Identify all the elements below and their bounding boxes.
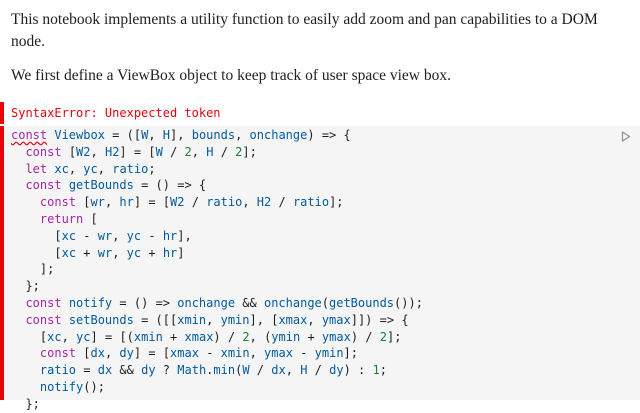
code-line: const Viewbox = ([W, H], bounds, onchang… <box>11 128 351 142</box>
intro-paragraph: This notebook implements a utility funct… <box>11 11 598 50</box>
error-message: SyntaxError: Unexpected token <box>11 106 221 120</box>
error-indicator-bar <box>0 102 4 124</box>
code-line: const [W2, H2] = [W / 2, H / 2]; <box>25 144 257 159</box>
code-line: ]; <box>39 262 55 277</box>
code-line: const [wr, hr] = [W2 / ratio, H2 / ratio… <box>39 195 344 210</box>
cell-error-bar <box>0 126 4 400</box>
code-line: }; <box>25 279 40 294</box>
code-line: const notify = () => onchange && onchang… <box>25 295 423 310</box>
code-line: ratio = dx && dy ? Math.min(W / dx, H / … <box>39 363 387 378</box>
code-line: [xc, yc] = [(xmin + xmax) / 2, (ymin + y… <box>39 329 402 344</box>
viewbox-paragraph: We first define a ViewBox object to keep… <box>11 67 451 84</box>
code-line: return [ <box>39 211 98 226</box>
code-line: }; <box>25 396 40 411</box>
code-line: const setBounds = ([[xmin, ymin], [xmax,… <box>25 312 409 327</box>
code-cell[interactable] <box>0 126 640 400</box>
code-line: [xc - wr, yc - hr], <box>54 228 192 243</box>
code-line: notify(); <box>39 379 105 394</box>
play-icon[interactable] <box>621 131 631 142</box>
code-line: const getBounds = () => { <box>25 178 207 193</box>
code-editor[interactable]: const Viewbox = ([W, H], bounds, onchang… <box>11 127 423 413</box>
code-line: let xc, yc, ratio; <box>25 161 156 176</box>
code-line: [xc + wr, yc + hr] <box>54 245 185 260</box>
code-line: const [dx, dy] = [xmax - xmin, ymax - ym… <box>39 346 358 361</box>
